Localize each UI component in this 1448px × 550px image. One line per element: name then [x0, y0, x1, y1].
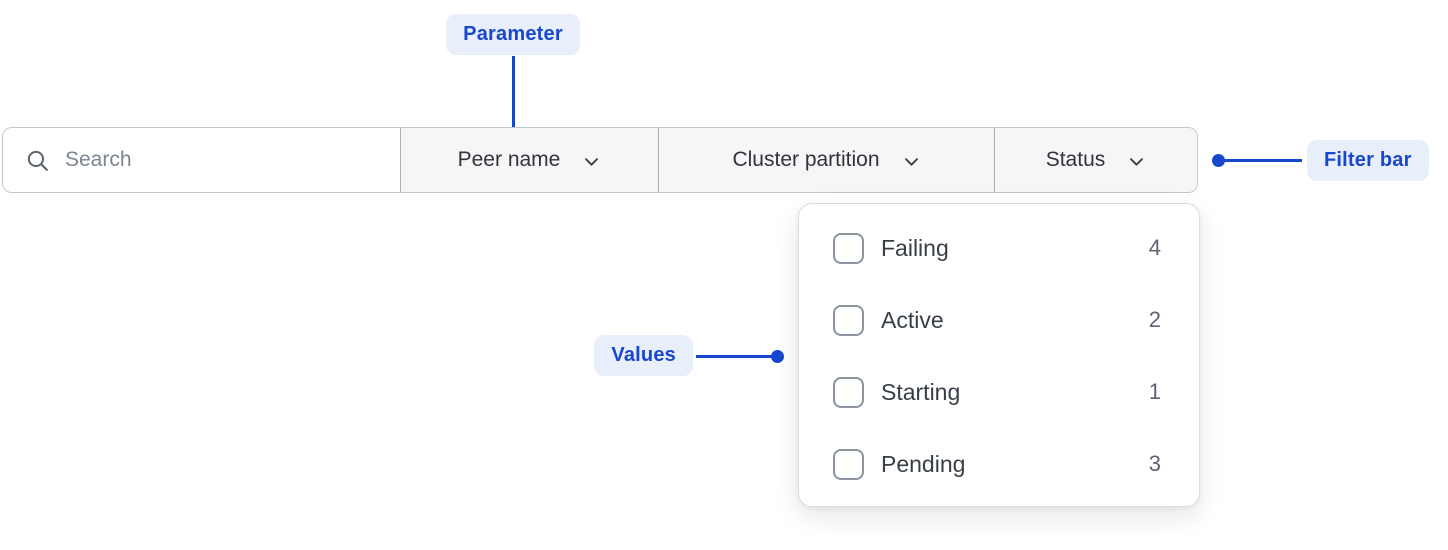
option-label: Starting: [881, 378, 961, 405]
dropdown-option-active[interactable]: Active 2: [799, 284, 1199, 356]
values-connector-line: [696, 355, 774, 358]
dropdown-option-starting[interactable]: Starting 1: [799, 356, 1199, 428]
dropdown-option-failing[interactable]: Failing 4: [799, 212, 1199, 284]
option-count: 3: [1148, 451, 1161, 476]
option-label: Pending: [881, 450, 966, 477]
filter-dropdown-label: Peer name: [457, 148, 561, 171]
option-label: Active: [881, 306, 944, 333]
parameter-connector-line: [512, 56, 515, 138]
filter-bar-connector-dot: [1212, 154, 1225, 167]
search-input[interactable]: [65, 148, 384, 172]
chevron-down-icon: [902, 152, 921, 171]
chevron-down-icon: [582, 152, 601, 171]
filter-bar: Peer name Cluster partition Status: [2, 127, 1198, 193]
filter-bar-connector-line: [1222, 159, 1302, 162]
checkbox-unchecked-icon[interactable]: [833, 376, 864, 408]
values-connector-dot: [771, 350, 784, 363]
checkbox-unchecked-icon[interactable]: [833, 304, 864, 336]
filter-dropdown-status[interactable]: Status: [994, 128, 1197, 192]
filter-dropdown-label: Status: [1045, 148, 1106, 171]
option-count: 1: [1148, 379, 1161, 404]
filter-dropdown-cluster-partition[interactable]: Cluster partition: [658, 128, 994, 192]
filter-bar-annotation-label: Filter bar: [1307, 140, 1429, 181]
search-icon: [25, 148, 50, 173]
dropdown-option-pending[interactable]: Pending 3: [799, 428, 1199, 500]
chevron-down-icon: [1127, 152, 1146, 171]
option-count: 4: [1148, 235, 1161, 260]
filter-dropdown-peer-name[interactable]: Peer name: [400, 128, 658, 192]
search-field[interactable]: [3, 128, 400, 192]
checkbox-unchecked-icon[interactable]: [833, 232, 864, 264]
option-count: 2: [1148, 307, 1161, 332]
parameter-annotation-label: Parameter: [446, 14, 580, 55]
values-annotation-label: Values: [594, 335, 693, 376]
status-dropdown-panel: Failing 4 Active 2 Starting 1 Pending 3: [798, 203, 1200, 507]
option-label: Failing: [881, 234, 949, 261]
filter-dropdown-label: Cluster partition: [732, 148, 880, 171]
checkbox-unchecked-icon[interactable]: [833, 448, 864, 480]
